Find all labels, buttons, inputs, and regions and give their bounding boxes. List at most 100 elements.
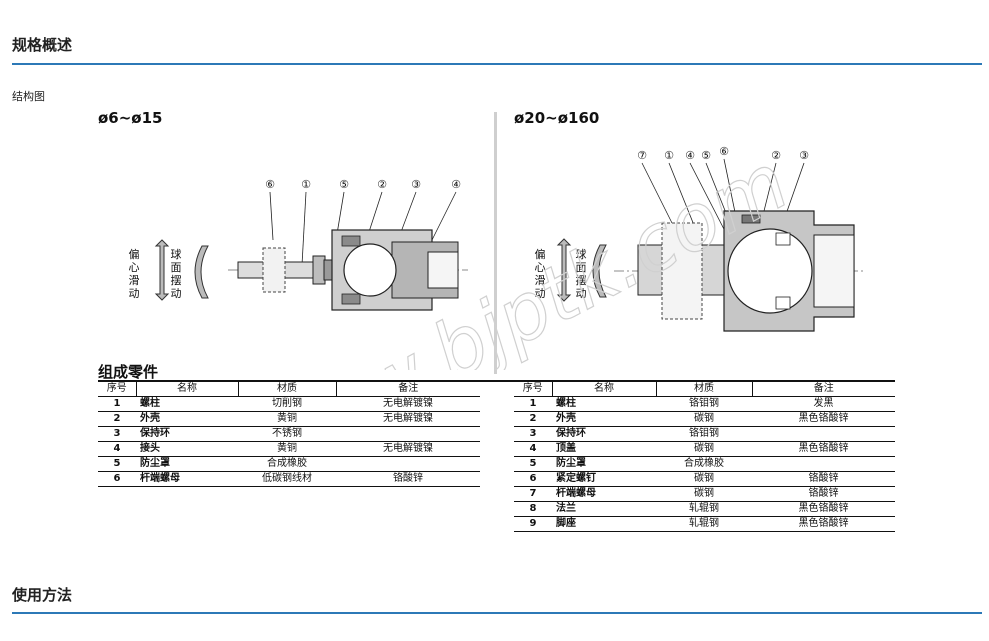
callout-2: ② [377, 178, 387, 191]
col-header: 序号 [514, 382, 552, 397]
part-remark: 铬酸锌 [336, 471, 480, 487]
part-number: 3 [514, 426, 552, 442]
part-remark [752, 456, 895, 472]
left-ball-label: 球 面 摆 动 [170, 248, 182, 300]
part-material: 铬钼钢 [656, 396, 752, 412]
part-number: 7 [514, 486, 552, 502]
diagram-separator [494, 112, 497, 374]
right-structure-diagram: ⑦ ① ④ ⑤ ⑥ ② ③ [556, 145, 864, 332]
callout-4: ④ [451, 178, 461, 191]
col-header: 材质 [655, 382, 752, 397]
part-material: 不锈钢 [238, 426, 336, 442]
col-header: 名称 [135, 382, 238, 397]
parts-title: 组成零件 [98, 363, 159, 381]
char: 滑 [534, 274, 546, 287]
char: 动 [170, 287, 182, 300]
right-ball-label: 球 面 摆 动 [575, 248, 587, 300]
char: 面 [170, 261, 182, 274]
right-eccentric-label: 偏 心 滑 动 [534, 248, 546, 300]
callout-3: ③ [799, 149, 809, 162]
callout-7: ⑦ [637, 149, 647, 162]
char: 球 [170, 248, 182, 261]
col-header: 序号 [98, 382, 136, 397]
char: 动 [128, 287, 140, 300]
part-number: 2 [98, 411, 136, 427]
char: 滑 [128, 274, 140, 287]
part-material: 碳钢 [656, 441, 752, 457]
char: 摆 [170, 274, 182, 287]
parts-title-rule [98, 380, 895, 382]
callout-5: ⑤ [339, 178, 349, 191]
part-number: 1 [98, 396, 136, 412]
section-divider [12, 612, 982, 614]
part-material: 碳钢 [656, 486, 752, 502]
char: 心 [128, 261, 140, 274]
part-remark: 发黑 [752, 396, 895, 412]
char: 偏 [128, 248, 140, 261]
table-header-row: 序号 名称 材质 备注 [98, 382, 480, 397]
left-eccentric-label: 偏 心 滑 动 [128, 248, 140, 300]
part-name: 外壳 [136, 411, 238, 427]
part-remark [336, 456, 480, 472]
char: 动 [534, 287, 546, 300]
part-number: 8 [514, 501, 552, 517]
char: 摆 [575, 274, 587, 287]
part-material: 碳钢 [656, 471, 752, 487]
part-material: 合成橡胶 [238, 456, 336, 472]
callout-5: ⑤ [701, 149, 711, 162]
structure-heading: 结构图 [12, 90, 45, 103]
char: 面 [575, 261, 587, 274]
section-divider [12, 63, 982, 65]
callout-6: ⑥ [265, 178, 275, 191]
char: 偏 [534, 248, 546, 261]
part-number: 9 [514, 516, 552, 532]
section-title-usage: 使用方法 [12, 586, 73, 604]
part-number: 4 [514, 441, 552, 457]
part-material: 黄铜 [238, 411, 336, 427]
part-remark: 黑色铬酸锌 [752, 501, 895, 517]
part-remark: 黑色铬酸锌 [752, 441, 895, 457]
callout-4: ④ [685, 149, 695, 162]
part-remark: 黑色铬酸锌 [752, 411, 895, 427]
part-material: 铬钼钢 [656, 426, 752, 442]
char: 心 [534, 261, 546, 274]
part-name: 保持环 [552, 426, 656, 442]
part-material: 轧辊钢 [656, 501, 752, 517]
part-remark: 无电解镀镍 [336, 441, 480, 457]
char: 动 [575, 287, 587, 300]
part-name: 顶盖 [552, 441, 656, 457]
part-remark: 无电解镀镍 [336, 396, 480, 412]
part-name: 螺柱 [552, 396, 656, 412]
part-name: 防尘罩 [552, 456, 656, 472]
part-remark: 黑色铬酸锌 [752, 516, 895, 532]
part-remark [336, 426, 480, 442]
part-remark: 铬酸锌 [752, 486, 895, 502]
callout-1: ① [664, 149, 674, 162]
left-structure-diagram: ⑥ ① ⑤ ② ③ ④ [154, 178, 468, 311]
part-name: 防尘罩 [136, 456, 238, 472]
part-name: 外壳 [552, 411, 656, 427]
part-name: 接头 [136, 441, 238, 457]
part-material: 轧辊钢 [656, 516, 752, 532]
col-header: 名称 [551, 382, 656, 397]
callout-6: ⑥ [719, 145, 729, 158]
part-number: 5 [514, 456, 552, 472]
part-material: 低碳钢线材 [238, 471, 336, 487]
right-size-label: ø20~ø160 [514, 109, 600, 127]
part-remark: 无电解镀镍 [336, 411, 480, 427]
col-header: 材质 [237, 382, 336, 397]
callout-1: ① [301, 178, 311, 191]
part-number: 5 [98, 456, 136, 472]
part-material: 碳钢 [656, 411, 752, 427]
part-material: 黄铜 [238, 441, 336, 457]
part-number: 6 [514, 471, 552, 487]
